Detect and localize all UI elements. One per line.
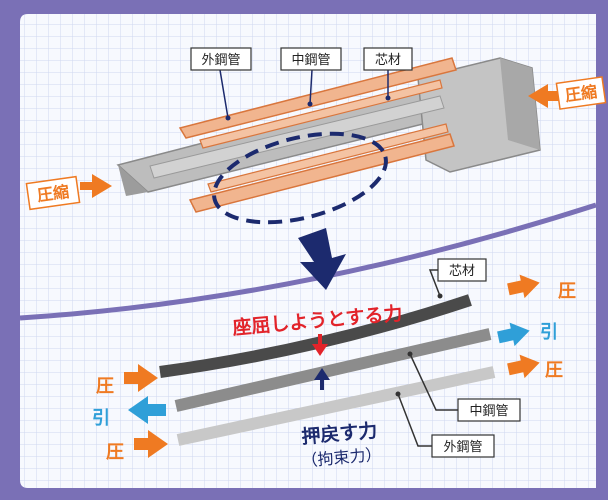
label-outer-tube: 外鋼管: [201, 53, 240, 68]
outer-tube-leader-dot: [225, 115, 231, 121]
compression-right-arrow-icon: [528, 84, 560, 108]
label-core-box: 芯材: [363, 47, 413, 71]
outer-bottom-leader: [397, 393, 432, 447]
label-middle-tube: 中鋼管: [291, 53, 330, 68]
middle-tube-bar: [174, 328, 492, 412]
highlight-ellipse: [212, 131, 388, 225]
compression-label-right: 圧縮: [564, 82, 598, 105]
outer-bottom-leader-dot: [395, 391, 401, 397]
right-press-arrow-1-icon: [507, 274, 540, 299]
outer-bottom-label: 外鋼管: [443, 440, 482, 455]
outer-tube-leader: [219, 69, 229, 119]
end-block-side: [500, 58, 540, 150]
right-press-label-2: 圧: [545, 360, 563, 381]
core-bottom-leader-dot: [437, 293, 443, 299]
middle-tube-leader: [309, 69, 313, 105]
core-bottom-leader: [428, 269, 441, 297]
compression-arrow-left: 圧縮: [25, 174, 112, 211]
outer-tube-top-wall: [178, 57, 457, 139]
core-leader-dot: [385, 95, 391, 101]
right-pull-label: 引: [540, 322, 558, 343]
panel-divider: [19, 202, 597, 321]
compression-left-arrow-icon: [80, 174, 112, 198]
right-pull-arrow-icon: [497, 322, 530, 347]
right-press-arrow-2-icon: [507, 354, 540, 379]
compression-arrow-right: 圧縮: [528, 76, 607, 110]
core-end-face: [118, 165, 148, 196]
outer-tube-bottom-wall: [188, 133, 455, 213]
middle-tube-leader-dot: [307, 101, 313, 107]
label-outer-tube-box: 外鋼管: [190, 47, 252, 71]
left-press-label-2: 圧: [106, 442, 124, 463]
core-bottom-box: [437, 258, 487, 282]
buckling-arrow-icon: [312, 344, 328, 356]
middle-tube-bottom-wall: [207, 123, 449, 193]
left-press-arrow-2-icon: [134, 430, 168, 458]
core-bar: [159, 294, 472, 378]
left-pull-arrow-icon: [128, 396, 166, 424]
label-core: 芯材: [375, 53, 401, 68]
middle-bottom-leader-dot: [407, 351, 413, 357]
brace-assembly: [116, 57, 541, 213]
left-press-label-1: 圧: [96, 376, 114, 397]
down-arrow-icon: [298, 228, 346, 290]
middle-bottom-leader: [409, 353, 458, 411]
middle-tube-top-wall: [199, 79, 443, 149]
pushback-arrow-icon: [314, 368, 330, 380]
outer-bottom-box: [431, 434, 495, 458]
right-press-label-1: 圧: [558, 281, 576, 302]
left-press-arrow-1-icon: [124, 364, 158, 392]
label-middle-tube-box: 中鋼管: [280, 47, 342, 71]
core-bottom-label: 芯材: [449, 264, 475, 279]
middle-bottom-box: [457, 398, 521, 422]
left-pull-label: 引: [92, 408, 110, 429]
middle-bottom-label: 中鋼管: [469, 404, 508, 419]
outer-tube-bar: [176, 366, 496, 446]
compression-label-left: 圧縮: [36, 182, 70, 205]
